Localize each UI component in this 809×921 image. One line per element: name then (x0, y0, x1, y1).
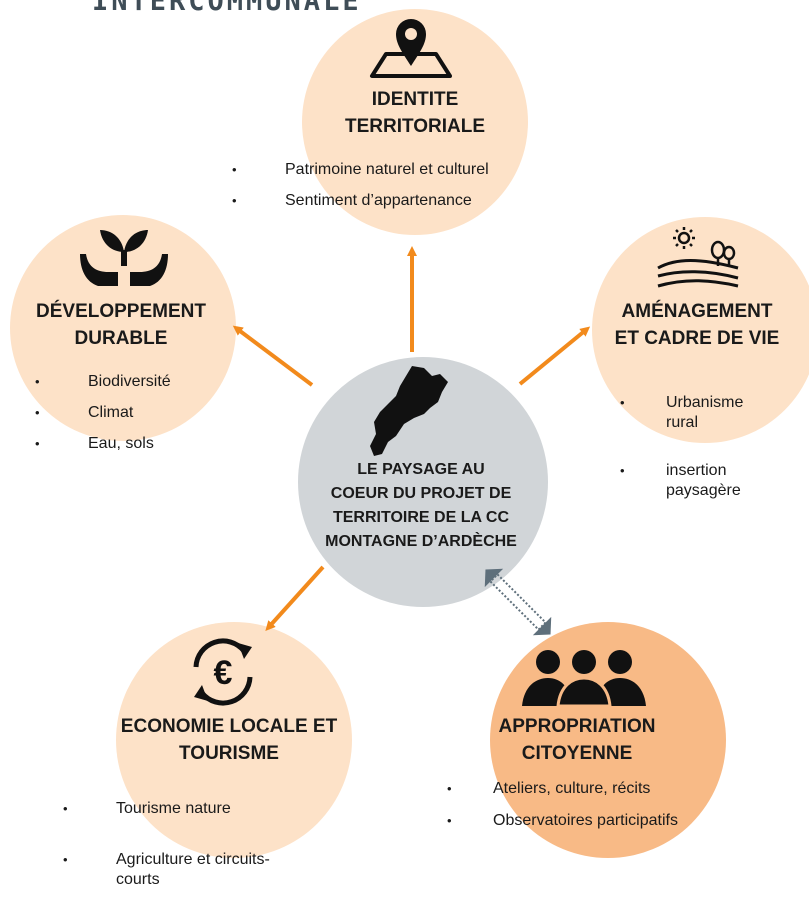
identite-list: Patrimoine naturel et culturel Sentiment… (232, 160, 572, 222)
svg-text:€: € (214, 654, 233, 692)
list-item: Ateliers, culture, récits (447, 779, 777, 799)
list-item: Observatoires participatifs (447, 811, 777, 831)
list-item: insertion paysagère (620, 461, 780, 501)
sprout-hands-icon (80, 230, 168, 286)
list-item: Biodiversité (35, 372, 235, 392)
list-item: Urbanisme rural (620, 393, 780, 433)
euro-cycle-icon: € (193, 638, 253, 706)
arrow-to-developpement (232, 325, 314, 387)
center-title: LE PAYSAGE AU COEUR DU PROJET DE TERRITO… (325, 461, 517, 550)
appropriation-title: APPROPRIATION CITOYENNE (498, 716, 656, 764)
list-item: Climat (35, 403, 235, 423)
landscape-icon (657, 227, 739, 288)
france-territory-map-icon (370, 366, 448, 456)
economie-title: ECONOMIE LOCALE ET TOURISME (120, 716, 338, 764)
page-title: INTERCOMMUNALE (92, 0, 362, 17)
list-item: Eau, sols (35, 434, 235, 454)
amenagement-list: Urbanisme rural insertion paysagère (620, 373, 780, 529)
list-item: Patrimoine naturel et culturel (232, 160, 572, 180)
two-way-arrow (484, 568, 552, 636)
developpement-list: Biodiversité Climat Eau, sols (35, 372, 235, 465)
appropriation-list: Ateliers, culture, récits Observatoires … (447, 779, 777, 839)
identite-title: IDENTITE TERRITORIALE (344, 89, 486, 137)
list-item: Tourisme nature (63, 799, 363, 819)
amenagement-title: AMÉNAGEMENT ET CADRE DE VIE (614, 301, 780, 349)
list-item: Sentiment d’appartenance (232, 191, 572, 211)
connector-arrows (232, 246, 591, 636)
arrow-to-amenagement (518, 326, 591, 386)
map-pin-icon (370, 19, 452, 78)
arrow-to-economie (265, 565, 325, 631)
developpement-title: DÉVELOPPEMENT DURABLE (36, 301, 206, 349)
economie-list: Tourisme nature Agriculture et circuits-… (63, 779, 363, 921)
list-item: Agriculture et circuits- courts (63, 850, 363, 890)
people-group-icon (522, 650, 646, 708)
